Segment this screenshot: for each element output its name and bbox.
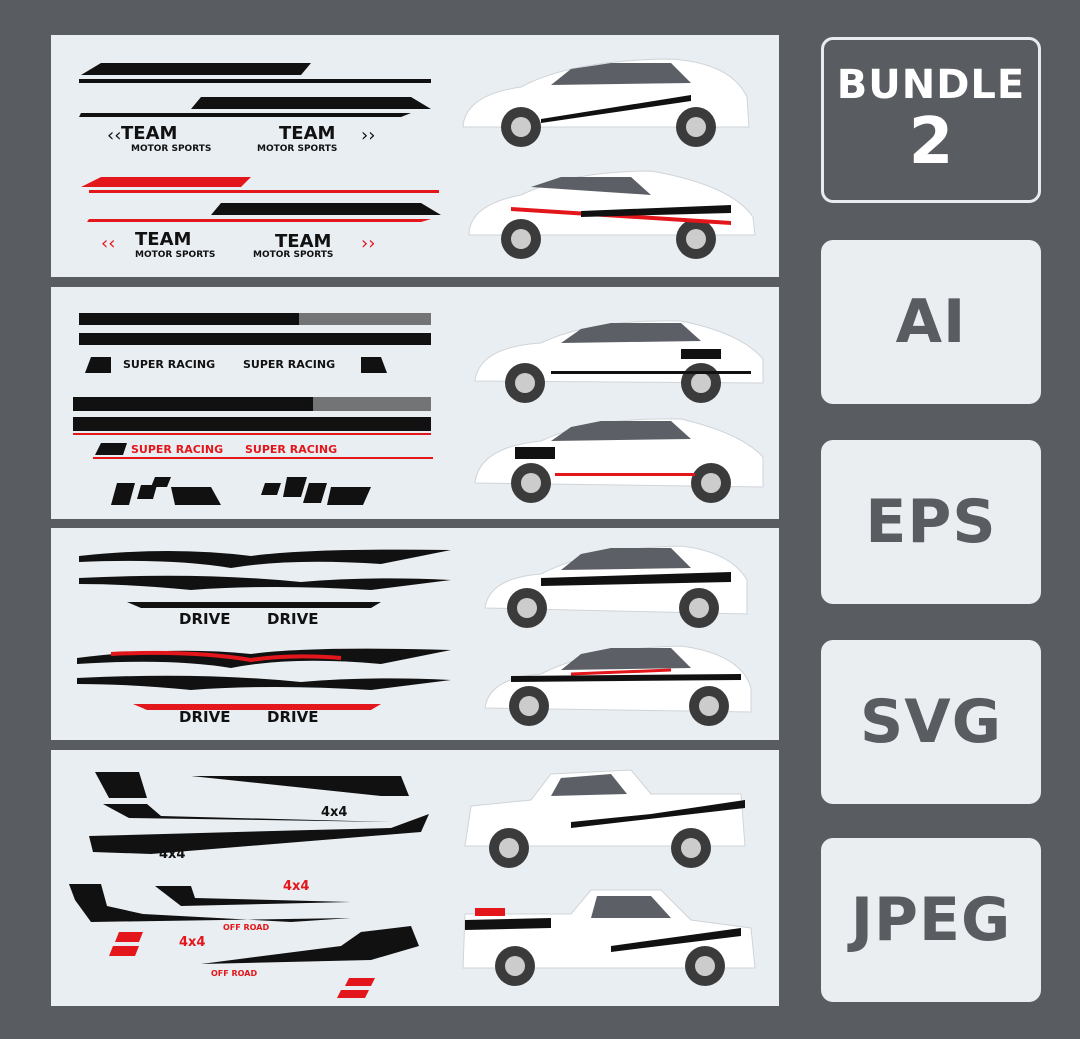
racing-label-4: SUPER RACING (245, 443, 337, 456)
drive-label-1: DRIVE (179, 610, 230, 628)
sedan-car-checker-icon (474, 418, 764, 503)
bundle-badge: BUNDLE 2 (821, 37, 1041, 203)
offroad-label-1: OFF ROAD (223, 923, 269, 932)
team-label-3: TEAM (135, 229, 191, 250)
team-label-4: TEAM (275, 231, 331, 252)
panel-team-motor-sports: TEAM MOTOR SPORTS TEAM MOTOR SPORTS ‹‹ ›… (51, 35, 779, 277)
code-label-2: 4x4 (159, 847, 185, 862)
drive-label-4: DRIVE (267, 708, 318, 726)
team-sub-4: MOTOR SPORTS (253, 250, 333, 260)
racing-label-2: SUPER RACING (243, 358, 335, 371)
team-sub-3: MOTOR SPORTS (135, 250, 215, 260)
pickup-truck-red-icon (462, 889, 756, 986)
red-chevrons-right-icon: ›› (361, 233, 375, 254)
team-label-2: TEAM (279, 123, 335, 144)
offroad-decals-artwork: 4x4 4x4 4x4 OFF ROAD 4x4 OFF ROAD (69, 769, 756, 998)
format-badge-ai: AI (821, 240, 1041, 404)
chevrons-right-icon: ›› (361, 125, 375, 146)
team-decals-artwork: TEAM MOTOR SPORTS TEAM MOTOR SPORTS ‹‹ ›… (79, 58, 756, 260)
team-sub-1: MOTOR SPORTS (131, 144, 211, 154)
racing-label-3: SUPER RACING (131, 443, 223, 456)
code-label-3: 4x4 (283, 879, 309, 894)
checkered-flag-left-icon (111, 477, 221, 505)
drive-sedan-red-icon (484, 645, 752, 726)
panel-drive: DRIVE DRIVE DRIVE DRIVE (51, 528, 779, 740)
hatchback-car-red-icon (468, 170, 756, 259)
checkered-flag-right-icon (261, 477, 371, 505)
panel-super-racing: SUPER RACING SUPER RACING SUPER RACING S… (51, 287, 779, 519)
red-chevrons-left-icon: ‹‹ (101, 233, 115, 254)
drive-label-3: DRIVE (179, 708, 230, 726)
racing-decals-artwork: SUPER RACING SUPER RACING SUPER RACING S… (73, 313, 764, 505)
team-sub-2: MOTOR SPORTS (257, 144, 337, 154)
panel-4x4-off-road: 4x4 4x4 4x4 OFF ROAD 4x4 OFF ROAD (51, 750, 779, 1006)
format-badge-jpeg: JPEG (821, 838, 1041, 1002)
format-badge-svg: SVG (821, 640, 1041, 804)
chevrons-left-icon: ‹‹ (107, 125, 121, 146)
code-label-4: 4x4 (179, 935, 205, 950)
pickup-truck-icon (464, 769, 746, 868)
drive-decals-artwork: DRIVE DRIVE DRIVE DRIVE (77, 545, 752, 726)
bundle-number: 2 (908, 105, 954, 179)
drive-label-2: DRIVE (267, 610, 318, 628)
racing-label-1: SUPER RACING (123, 358, 215, 371)
hatchback-car-icon (462, 58, 750, 147)
offroad-label-2: OFF ROAD (211, 969, 257, 978)
team-label-1: TEAM (121, 123, 177, 144)
sedan-car-icon (474, 320, 764, 403)
code-label-1: 4x4 (321, 805, 347, 820)
format-badge-eps: EPS (821, 440, 1041, 604)
drive-sedan-icon (484, 545, 748, 628)
bundle-label: BUNDLE (836, 62, 1026, 108)
